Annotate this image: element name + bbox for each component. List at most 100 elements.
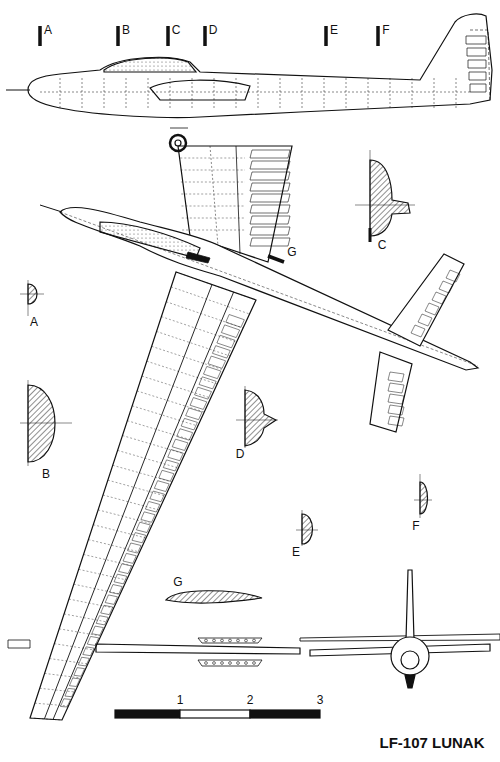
scale-number: 1 [177,694,184,706]
detail-line [182,218,245,219]
fin-front [406,570,414,640]
hole [253,662,256,665]
detail-line [166,26,170,46]
section-letter: A [44,24,52,36]
detail-line [126,78,127,110]
wing-root-fairing [150,80,250,100]
outline [469,72,486,80]
outline [141,512,155,522]
outline [250,183,290,191]
detail-line [60,212,478,366]
outline [250,216,290,224]
hole [205,662,208,665]
detail-line [35,703,69,706]
detail-line [181,194,245,195]
outline [83,647,94,656]
detail-line [161,317,236,342]
detail-line [170,128,188,129]
detail-line [236,146,240,254]
hole [229,639,232,642]
detail-line [368,78,369,110]
section-c [370,160,410,236]
detail-line [113,465,172,482]
section-d [245,390,276,446]
hole [213,639,216,642]
detail-line [20,294,44,295]
section-letter: F [382,24,389,36]
outline [163,460,178,471]
detail-line [192,78,193,110]
outline [198,638,262,643]
outline [159,470,174,481]
detail-line [49,659,87,664]
detail-line [38,26,42,46]
outline [65,688,75,696]
outline [105,595,117,604]
detail-line [376,26,380,46]
detail-line [420,474,421,518]
section-e [302,514,313,544]
outline [208,356,226,368]
outline [446,270,460,282]
detail-line [182,206,246,207]
outline [186,408,202,420]
outline [195,387,212,399]
outline [250,238,290,246]
detail-line [64,614,107,622]
outline [114,574,127,584]
outline [177,429,193,440]
outline [60,699,70,707]
outline [470,84,486,92]
hole [237,639,240,642]
detail-line [236,78,237,110]
hole [221,639,224,642]
detail-line [54,644,94,650]
detail-line [69,599,114,608]
canopy [104,58,196,72]
outline [123,553,136,563]
outline [250,205,290,213]
outline [128,543,141,553]
detail-line [28,380,29,466]
detail-line [84,554,134,566]
detail-line [28,280,29,316]
section-letter: D [236,448,245,460]
detail-line [355,205,415,206]
detail-line [210,146,218,246]
outline [198,660,262,666]
outline [8,640,30,648]
section-letter: C [172,24,181,36]
detail-line [324,26,328,46]
scale-number: 3 [317,694,324,706]
detail-line [203,26,207,46]
outline [439,281,453,293]
nose-front [401,651,419,669]
section-letter: F [412,520,419,532]
outline [388,383,404,393]
detail-line [302,510,303,546]
detail-line [456,78,457,110]
scale-segment [115,710,180,718]
detail-line [180,158,245,159]
fuselage-front [391,637,429,675]
outline [467,48,486,56]
detail-line [93,525,146,538]
outline [136,522,150,532]
section-letter: B [42,468,50,480]
detail-line [147,361,217,384]
outline [172,439,188,450]
fuselage-side [28,14,492,118]
detail-line [53,292,234,719]
detail-line [182,230,245,231]
detail-line [390,78,391,110]
hole [213,662,216,665]
outline [119,564,132,574]
outline [221,325,239,338]
outline [199,377,216,389]
outline [110,585,123,595]
detail-line [132,406,198,426]
detail-line [88,540,139,552]
detail-line [74,584,120,594]
outline [132,533,146,543]
